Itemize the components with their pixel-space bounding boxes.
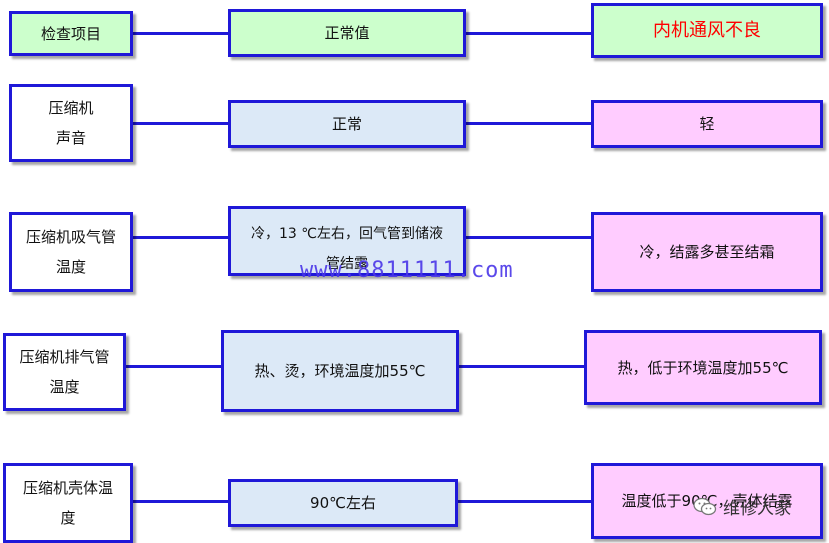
normal-value-box: 热、烫，环境温度加55℃ <box>221 330 459 412</box>
logo-text: 维修人家 <box>723 499 791 519</box>
row-label: 压缩机壳体温 度 <box>22 479 113 527</box>
connector-line <box>456 365 586 368</box>
connector-line <box>456 500 593 503</box>
row-label: 压缩机吸气管 温度 <box>25 228 116 276</box>
row-label: 检查项目 <box>40 24 101 43</box>
fault-value-text: 内机通风不良 <box>653 19 761 41</box>
normal-value-box: 90℃左右 <box>228 479 458 527</box>
row-label: 压缩机 声音 <box>48 99 94 147</box>
fault-value-box: 热，低于环境温度加55℃ <box>584 330 822 405</box>
connector-line <box>463 122 593 125</box>
fault-value-text: 热，低于环境温度加55℃ <box>617 358 789 377</box>
connector-line <box>131 236 231 239</box>
watermark-text: www.8811111.com <box>300 258 514 283</box>
fault-value-box: 轻 <box>591 100 823 148</box>
connector-line <box>463 236 593 239</box>
label-box-shell-temp: 压缩机壳体温 度 <box>3 463 133 543</box>
connector-line <box>131 500 231 503</box>
label-box-check-item: 检查项目 <box>9 11 133 56</box>
connector-line <box>463 32 593 35</box>
fault-value-box: 内机通风不良 <box>591 3 823 58</box>
label-box-suction-pipe-temp: 压缩机吸气管 温度 <box>9 212 133 292</box>
connector-line <box>131 122 231 125</box>
normal-value-box: 正常值 <box>228 9 466 57</box>
label-box-compressor-sound: 压缩机 声音 <box>9 84 133 162</box>
normal-value-text: 热、烫，环境温度加55℃ <box>254 362 426 380</box>
normal-value-box: 冷，13 ℃左右，回气管到储液 管结露 <box>228 206 466 276</box>
normal-value-text: 正常 <box>331 115 362 133</box>
connector-line <box>131 32 231 35</box>
normal-value-text: 正常值 <box>324 24 370 42</box>
label-box-discharge-pipe-temp: 压缩机排气管 温度 <box>3 333 126 411</box>
fault-value-box: 冷，结露多甚至结霜 <box>591 212 823 292</box>
wechat-icon <box>693 497 717 517</box>
normal-value-text: 90℃左右 <box>310 494 376 512</box>
connector-line <box>124 365 224 368</box>
fault-value-text: 冷，结露多甚至结霜 <box>639 243 775 261</box>
normal-value-box: 正常 <box>228 100 466 148</box>
row-label: 压缩机排气管 温度 <box>19 348 110 396</box>
fault-value-text: 轻 <box>699 115 715 133</box>
brand-logo: 维修人家 <box>693 494 791 519</box>
normal-value-text: 冷，13 ℃左右，回气管到储液 管结露 <box>251 226 443 272</box>
